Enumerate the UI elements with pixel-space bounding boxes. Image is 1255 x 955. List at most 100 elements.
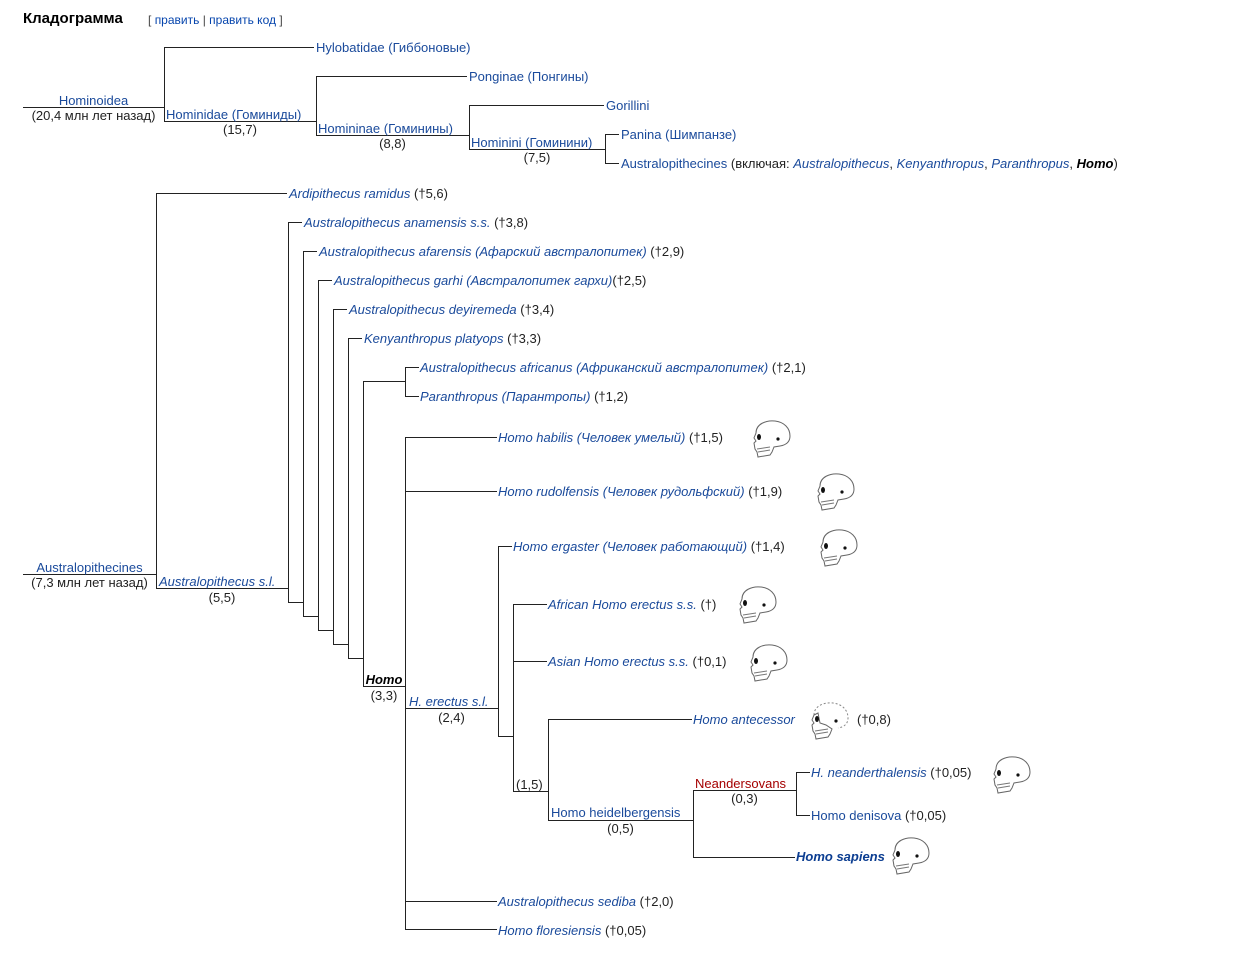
taxon-age: (†1,4) bbox=[750, 539, 785, 554]
taxon-link[interactable]: Homo antecessor bbox=[693, 712, 795, 727]
taxon-age: (†0,05) bbox=[930, 765, 972, 780]
taxon-hylobatidae[interactable]: Hylobatidae (Гиббоновые) bbox=[316, 40, 471, 55]
node-age: (0,3) bbox=[731, 791, 758, 806]
skull-partial-icon bbox=[811, 702, 849, 740]
taxon-link[interactable]: Homo rudolfensis (Человек рудольфский) bbox=[498, 484, 745, 499]
separator: | bbox=[202, 13, 206, 27]
taxon-link[interactable]: Homo habilis (Человек умелый) bbox=[498, 430, 686, 445]
genus-link[interactable]: Kenyanthropus bbox=[896, 156, 985, 171]
edit-link[interactable]: править bbox=[154, 13, 200, 27]
taxon-link[interactable]: Kenyanthropus platyops bbox=[364, 331, 504, 346]
taxon-homo-sapiens[interactable]: Homo sapiens bbox=[796, 849, 885, 864]
node-age: (7,5) bbox=[523, 150, 551, 165]
taxon: Australopithecus deyiremeda (†3,4) bbox=[349, 302, 554, 317]
taxon-age: (†1,2) bbox=[594, 389, 629, 404]
taxon-age: (†3,8) bbox=[494, 215, 529, 230]
skull-icon bbox=[820, 529, 858, 567]
taxon-age: (†1,5) bbox=[688, 430, 723, 445]
taxon: Asian Homo erectus s.s. (†0,1) bbox=[548, 654, 726, 669]
hominoidea-link[interactable]: Hominoidea bbox=[58, 93, 129, 108]
panina-link[interactable]: Panina bbox=[621, 127, 662, 142]
node-age: (3,3) bbox=[370, 688, 398, 703]
node-australopithecines: Australopithecines bbox=[23, 560, 156, 575]
taxon: Australopithecus anamensis s.s. (†3,8) bbox=[304, 215, 528, 230]
node-neandersovans[interactable]: Neandersovans bbox=[695, 776, 787, 791]
taxon: Paranthropus (Парантропы) (†1,2) bbox=[420, 389, 628, 404]
taxon-link[interactable]: African Homo erectus s.s. bbox=[548, 597, 697, 612]
node-hominini[interactable]: Hominini (Гоминини) bbox=[471, 135, 593, 150]
node-australopithecus-sl[interactable]: Australopithecus s.l. bbox=[159, 574, 276, 589]
australopithecines-link[interactable]: Australopithecines bbox=[621, 156, 728, 171]
taxon-ponginae[interactable]: Ponginae (Понгины) bbox=[469, 69, 589, 84]
taxon-age: (†1,9) bbox=[748, 484, 783, 499]
genus-link[interactable]: Paranthropus bbox=[991, 156, 1070, 171]
comma: , bbox=[1069, 156, 1074, 171]
taxon: H. neanderthalensis (†0,05) bbox=[811, 765, 971, 780]
taxon: Australopithecus afarensis (Афарский авс… bbox=[319, 244, 684, 259]
taxon-gorillini[interactable]: Gorillini bbox=[606, 98, 650, 113]
taxon-age: (†0,05) bbox=[904, 808, 947, 823]
taxon: Homo denisova (†0,05) bbox=[811, 808, 946, 823]
taxon-panina: Panina (Шимпанзе) bbox=[621, 127, 736, 142]
genus-link[interactable]: Australopithecus bbox=[793, 156, 890, 171]
genus-homo: Homo bbox=[1076, 156, 1114, 171]
node-heidelbergensis[interactable]: Homo heidelbergensis bbox=[551, 805, 681, 820]
taxon-link[interactable]: Homo ergaster (Человек работающий) bbox=[513, 539, 748, 554]
taxon-link[interactable]: Australopithecus garhi (Австралопитек га… bbox=[334, 273, 613, 288]
including-prefix: (включая: bbox=[730, 156, 790, 171]
taxon-link[interactable]: Australopithecus anamensis s.s. bbox=[304, 215, 491, 230]
bracket: [ bbox=[148, 13, 152, 27]
taxon: Australopithecus africanus (Африканский … bbox=[420, 360, 806, 375]
node-age: (15,7) bbox=[223, 122, 257, 137]
taxon-link[interactable]: Homo floresiensis bbox=[498, 923, 602, 938]
comma: , bbox=[984, 156, 988, 171]
taxon: Homo rudolfensis (Человек рудольфский) (… bbox=[498, 484, 782, 499]
taxon-link[interactable]: Asian Homo erectus s.s. bbox=[548, 654, 689, 669]
taxon-age: (†0,1) bbox=[692, 654, 727, 669]
taxon-age: (†2,0) bbox=[639, 894, 674, 909]
node-age: (0,5) bbox=[607, 821, 634, 836]
skull-icon bbox=[739, 586, 777, 624]
taxon-age: (†5,6) bbox=[414, 186, 448, 201]
taxon-link[interactable]: Australopithecus sediba bbox=[498, 894, 637, 909]
edit-code-link[interactable]: править код bbox=[209, 13, 276, 27]
node-homininae[interactable]: Homininae (Гоминины) bbox=[318, 121, 453, 136]
skull-icon bbox=[892, 837, 930, 875]
node-age: (8,8) bbox=[379, 136, 406, 151]
taxon-link[interactable]: Australopithecus afarensis (Афарский авс… bbox=[319, 244, 647, 259]
taxon-link[interactable]: Homo denisova bbox=[811, 808, 902, 823]
node-age: (2,4) bbox=[438, 710, 465, 725]
taxon-age: (†2,1) bbox=[771, 360, 806, 375]
taxon-age: (†3,3) bbox=[507, 331, 542, 346]
node-hominidae[interactable]: Hominidae (Гоминиды) bbox=[166, 107, 302, 122]
taxon-link[interactable]: H. neanderthalensis bbox=[811, 765, 927, 780]
taxon-age: (†3,4) bbox=[520, 302, 555, 317]
taxon-link[interactable]: Paranthropus (Парантропы) bbox=[420, 389, 591, 404]
skull-icon bbox=[750, 644, 788, 682]
taxon-link[interactable]: Australopithecus deyiremeda bbox=[349, 302, 517, 317]
node-erectus-sl[interactable]: H. erectus s.l. bbox=[409, 694, 489, 709]
skull-icon bbox=[753, 420, 791, 458]
taxon-age: (†2,9) bbox=[650, 244, 685, 259]
taxon: Homo ergaster (Человек работающий) (†1,4… bbox=[513, 539, 785, 554]
taxon: African Homo erectus s.s. (†) bbox=[548, 597, 716, 612]
taxon-link[interactable]: Ardipithecus ramidus bbox=[289, 186, 411, 201]
panina-ru-link[interactable]: (Шимпанзе) bbox=[665, 127, 737, 142]
edit-links: [ править | править код ] bbox=[148, 13, 283, 28]
taxon-age: (†2,5) bbox=[612, 273, 647, 288]
comma: , bbox=[889, 156, 894, 171]
node-hominoidea: Hominoidea bbox=[23, 93, 164, 108]
node-homo: Homo bbox=[365, 672, 403, 687]
taxon-australopithecines: Australopithecines (включая: Australopit… bbox=[621, 156, 1118, 171]
australopithecines-root-link[interactable]: Australopithecines bbox=[36, 560, 143, 575]
skull-icon bbox=[817, 473, 855, 511]
section-title: Кладограмма bbox=[23, 10, 123, 27]
node-age: (1,5) bbox=[516, 777, 543, 792]
taxon: Kenyanthropus platyops (†3,3) bbox=[364, 331, 541, 346]
taxon: Australopithecus sediba (†2,0) bbox=[498, 894, 674, 909]
taxon: Homo habilis (Человек умелый) (†1,5) bbox=[498, 430, 723, 445]
taxon: Australopithecus garhi (Австралопитек га… bbox=[334, 273, 646, 288]
taxon-link[interactable]: Australopithecus africanus (Африканский … bbox=[420, 360, 769, 375]
taxon-age: (†0,8) bbox=[857, 712, 891, 727]
